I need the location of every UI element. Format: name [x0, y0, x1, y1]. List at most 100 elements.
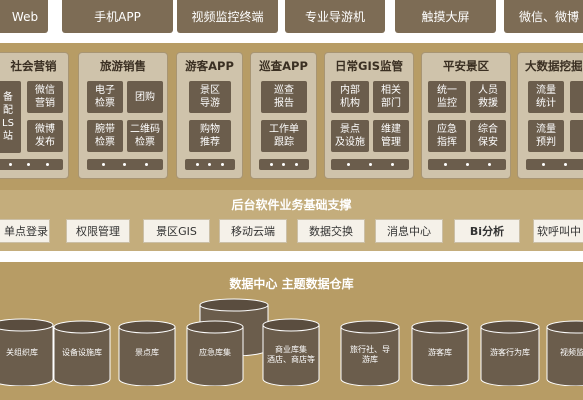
card-dots	[87, 159, 163, 170]
terminal-web: Web	[0, 0, 48, 33]
terminal-mobile-app: 手机APP	[62, 0, 173, 33]
cylinder-body	[0, 324, 54, 386]
database-label: 设备设施库	[62, 348, 102, 357]
service-label: 权限管理	[76, 225, 120, 238]
service-label: 景区GIS	[156, 225, 197, 238]
terminal-label: 触摸大屏	[421, 10, 470, 24]
service-scenic-gis: 景区GIS	[143, 219, 210, 243]
module: 微信 营销	[27, 81, 63, 113]
db-org-cylinder: 关组织库	[0, 318, 54, 386]
database-label: 关组织库	[6, 348, 38, 357]
db-visitor-cylinder: 游客库	[411, 320, 469, 386]
database-icon	[186, 320, 244, 386]
module: 二维码 检票	[127, 120, 163, 152]
database-icon	[118, 320, 176, 386]
cylinder-body	[340, 326, 400, 386]
database-label: 景点库	[135, 348, 159, 357]
module: 内部 机构	[331, 81, 369, 113]
db-scenic-cylinder: 景点库	[118, 320, 176, 386]
database-icon	[340, 320, 400, 386]
service-sso: 单点登录	[0, 219, 50, 243]
cylinder-top	[0, 318, 54, 332]
database-label: 商业库集 酒店、商店等	[267, 345, 315, 364]
db-video-cylinder: 视频监控	[546, 320, 583, 386]
database-icon	[411, 320, 469, 386]
terminal-guide-device: 专业导游机	[285, 0, 385, 33]
module: 景区 导游	[189, 81, 231, 113]
module: 腕带 检票	[87, 120, 123, 152]
module: 维建 管理	[373, 120, 409, 152]
database-label: 游客行为库	[490, 348, 530, 357]
module: 景点 及设施	[331, 120, 369, 152]
service-data-exchange: 数据交换	[297, 219, 365, 243]
db-behavior-cylinder: 游客行为库	[480, 320, 540, 386]
module: 团购	[127, 81, 163, 113]
db-emergency-cylinder: 应急库集	[186, 320, 244, 386]
module: 统一 监控	[428, 81, 466, 113]
db-facility-cylinder: 设备设施库	[53, 320, 111, 386]
database-icon	[480, 320, 540, 386]
module: 流量 预判	[528, 120, 564, 152]
database-icon	[546, 320, 583, 386]
service-message-center: 消息中心	[375, 219, 443, 243]
card-dots	[428, 159, 506, 170]
cylinder-top	[480, 320, 540, 334]
module: 人员 救援	[470, 81, 506, 113]
terminal-wechat-weibo: 微信、微博	[504, 0, 583, 33]
card-title: 社会营销	[10, 59, 57, 73]
module: 相关 部门	[373, 81, 409, 113]
service-label: 软呼叫中	[537, 225, 581, 238]
cylinder-body	[186, 326, 244, 386]
database-icon	[0, 318, 54, 386]
cylinder-body	[411, 326, 469, 386]
terminal-label: 微信、微博	[518, 10, 579, 24]
card-dots	[259, 159, 309, 170]
service-mobile-cloud: 移动云端	[219, 219, 287, 243]
service-label: Bi分析	[469, 225, 505, 238]
terminal-label: Web	[11, 9, 39, 24]
service-label: 单点登录	[4, 225, 48, 238]
app-card-big-data: 大数据挖掘 流量 统计 总 流量 预判 景 分	[517, 52, 583, 179]
cylinder-top	[118, 320, 176, 334]
app-card-tourism-sales: 旅游销售 电子 检票 团购 腕带 检票 二维码 检票	[78, 52, 168, 179]
app-card-patrol-app: 巡查APP 巡查 报告 工作单 跟踪	[250, 52, 317, 179]
db-travel-agency-cylinder: 旅行社、导 游库	[340, 320, 400, 386]
cylinder-top	[186, 320, 244, 334]
cylinder-body	[546, 326, 583, 386]
app-card-social-marketing: 社会营销 备 配 LS 站 微信 营销 微博 发布	[0, 52, 69, 179]
service-label: 移动云端	[231, 225, 275, 238]
cylinder-top	[262, 318, 320, 332]
terminal-label: 视频监控终端	[191, 10, 264, 24]
card-dots	[331, 159, 409, 170]
app-card-visitor-app: 游客APP 景区 导游 购物 推荐	[176, 52, 243, 179]
card-title: 巡查APP	[259, 59, 308, 73]
service-permission: 权限管理	[66, 219, 130, 243]
datacenter-title: 数据中心 主题数据仓库	[229, 277, 354, 291]
module: 总	[570, 81, 583, 113]
card-dots	[526, 159, 583, 170]
service-call-center: 软呼叫中	[533, 219, 583, 243]
module: 巡查 报告	[261, 81, 307, 113]
module: 景 分	[570, 120, 583, 152]
cylinder-top	[411, 320, 469, 334]
service-label: 数据交换	[309, 225, 353, 238]
terminal-label: 手机APP	[94, 10, 141, 24]
database-label: 游客库	[428, 348, 452, 357]
module: 综合 保安	[470, 120, 506, 152]
module: 微博 发布	[27, 120, 63, 152]
card-title: 平安景区	[443, 59, 489, 73]
module: 工作单 跟踪	[261, 120, 307, 152]
terminal-touch-screen: 触摸大屏	[395, 0, 496, 33]
module: 电子 检票	[87, 81, 123, 113]
app-card-gis-supervision: 日常GIS监管 内部 机构 相关 部门 景点 及设施 维建 管理	[324, 52, 414, 179]
db-commerce-cylinder: 商业库集 酒店、商店等	[262, 318, 320, 386]
card-title: 日常GIS监管	[335, 59, 403, 73]
terminal-label: 专业导游机	[304, 10, 365, 24]
cylinder-body	[480, 326, 540, 386]
app-card-safe-scenic: 平安景区 统一 监控 人员 救援 应急 指挥 综合 保安	[421, 52, 511, 179]
module: 流量 统计	[528, 81, 564, 113]
backend-title: 后台软件业务基础支撑	[231, 198, 352, 212]
terminal-video-monitor: 视频监控终端	[177, 0, 278, 33]
cylinder-top	[199, 298, 269, 312]
